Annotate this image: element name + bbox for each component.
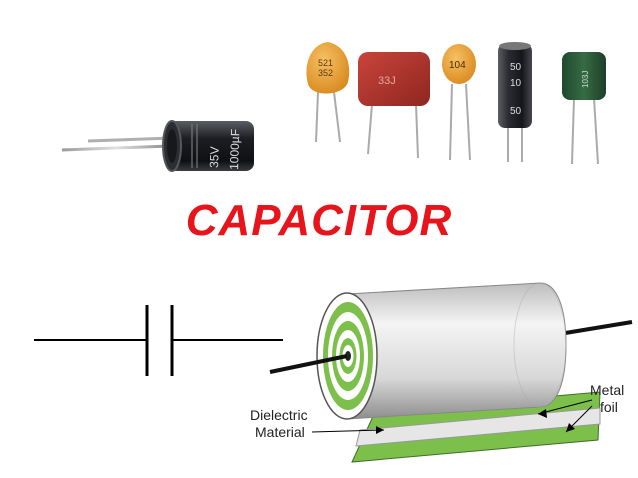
pointer-line xyxy=(537,399,593,415)
lead-wire xyxy=(593,97,599,165)
pointer-arrowhead xyxy=(566,423,575,432)
ceramic-capacitor-orange: 521 352 xyxy=(306,42,350,143)
page-title: CAPACITOR xyxy=(185,196,453,245)
capacitor-marking: 352 xyxy=(318,68,333,78)
lead-wire xyxy=(415,103,419,159)
capacitor-body xyxy=(498,44,532,128)
film-capacitor-green: 103J xyxy=(562,52,606,165)
dielectric-label-line2: Material xyxy=(255,424,305,440)
lead-wire xyxy=(315,91,319,143)
pointer-line xyxy=(311,429,385,433)
capacitor-marking: 50 xyxy=(510,62,522,73)
pointer-arrowhead xyxy=(376,426,384,434)
lead-wire xyxy=(465,83,471,161)
metal-foil-label-line2: foil xyxy=(600,399,618,415)
lead-wire xyxy=(61,144,171,152)
capacitor-marking: 1000µF xyxy=(227,129,242,170)
ceramic-disc-capacitor: 104 xyxy=(442,44,476,161)
capacitor-body xyxy=(168,121,254,171)
capacitor-body xyxy=(562,52,606,100)
lead-wire xyxy=(449,83,453,161)
lead-wire xyxy=(367,103,373,155)
capacitor-marking: 10 xyxy=(510,78,522,89)
cylinder-body xyxy=(346,282,567,420)
capacitor-body xyxy=(358,52,430,106)
capacitor-marking: 50 xyxy=(510,106,522,117)
capacitor-marking: 35V xyxy=(207,146,222,168)
dielectric-strip xyxy=(355,407,601,447)
electrolytic-capacitor-large: 35V 1000µF xyxy=(61,120,254,172)
capacitor-marking: 521 xyxy=(318,58,333,68)
capacitor-schematic-symbol xyxy=(34,305,283,376)
lead-wire xyxy=(87,136,173,143)
lead-wire xyxy=(571,97,575,165)
capacitor-marking: 103J xyxy=(581,71,590,88)
lead-wire xyxy=(333,91,341,143)
dielectric-label-line1: Dielectric xyxy=(250,407,308,423)
capacitor-body xyxy=(306,42,350,94)
pointer-arrowhead xyxy=(538,409,547,418)
electrolytic-capacitor-small: 50 10 50 xyxy=(498,42,532,162)
lead-wire-left xyxy=(269,354,348,374)
capacitor-marking: 104 xyxy=(449,60,466,71)
capacitor-marking: 33J xyxy=(378,75,396,87)
capacitor-cutaway-diagram: Dielectric Material Metal foil xyxy=(250,282,633,463)
capacitor-body xyxy=(442,44,476,84)
metal-foil-label-line1: Metal xyxy=(590,382,624,398)
film-capacitor-red: 33J xyxy=(358,52,430,159)
